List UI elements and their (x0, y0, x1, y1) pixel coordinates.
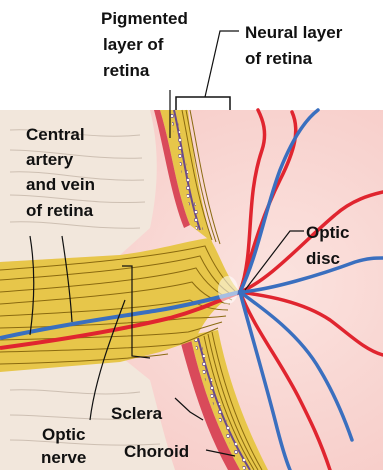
label-choroid: Choroid (124, 441, 189, 463)
label-pigmented-layer-line1: Pigmented (101, 8, 188, 30)
label-central-line4: of retina (26, 200, 93, 222)
label-optic-disc-line2: disc (306, 248, 340, 270)
label-central-line2: artery (26, 149, 73, 171)
label-sclera: Sclera (111, 403, 162, 425)
label-pigmented-layer-line2: layer of (103, 34, 163, 56)
label-optic-nerve-line1: Optic (42, 424, 85, 446)
label-central-line3: and vein (26, 174, 95, 196)
label-neural-layer-line1: Neural layer (245, 22, 342, 44)
optic-disc (218, 276, 238, 304)
label-optic-nerve-line2: nerve (41, 447, 86, 469)
label-optic-disc-line1: Optic (306, 222, 349, 244)
label-central-line1: Central (26, 124, 85, 146)
label-neural-layer-line2: of retina (245, 48, 312, 70)
label-pigmented-layer-line3: retina (103, 60, 149, 82)
neural-layer-bracket (176, 97, 230, 110)
